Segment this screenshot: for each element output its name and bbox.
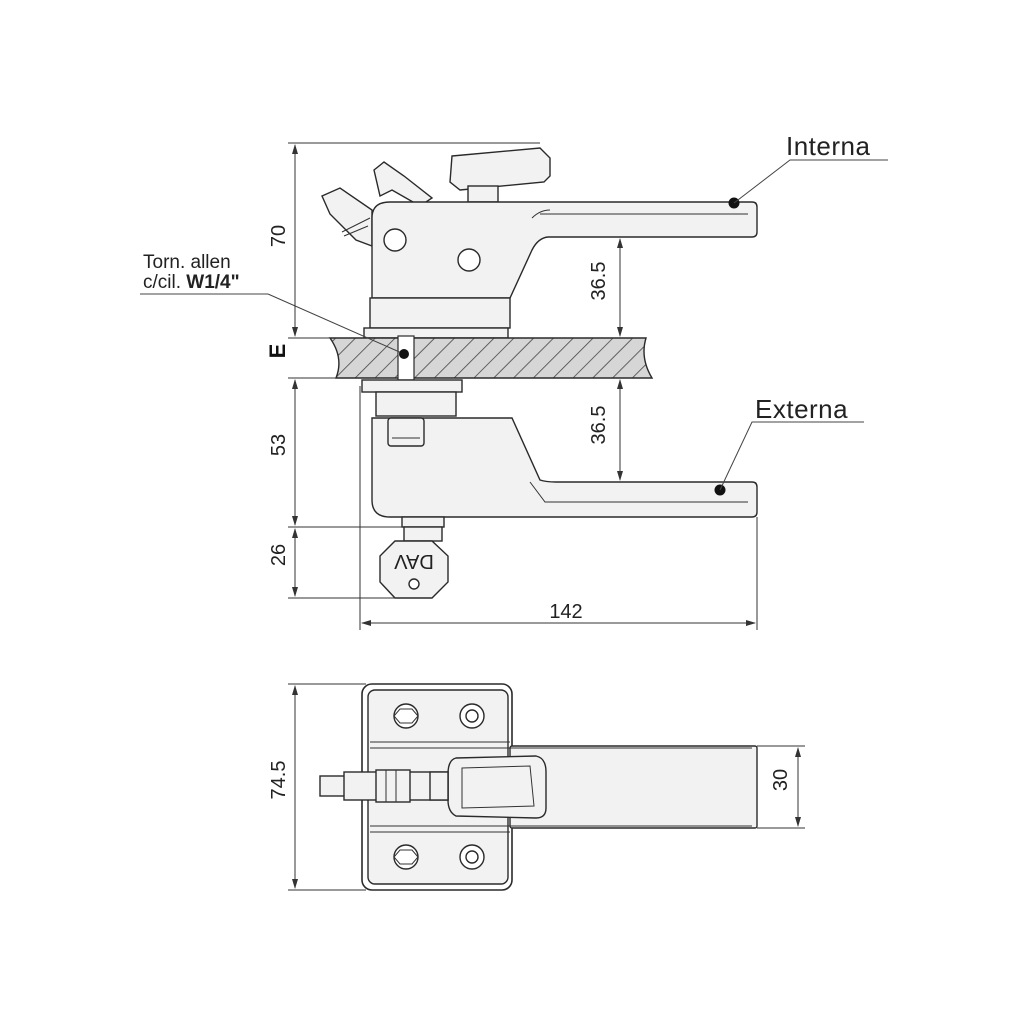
gap-dimensions: 36.5 36.5 bbox=[588, 238, 623, 481]
screw-note-line2-bold: W1/4" bbox=[186, 272, 239, 293]
dim-top-height: 70 bbox=[268, 225, 290, 247]
internal-handle bbox=[371, 197, 758, 299]
key-brand-label: DAV bbox=[394, 550, 434, 572]
screw-note-line1: Torn. allen bbox=[143, 252, 231, 273]
dim-plan-handle-width: 30 bbox=[770, 769, 792, 791]
screw-note-line2: c/cil. W1/4" bbox=[143, 272, 240, 293]
dim-total-length: 142 bbox=[549, 601, 582, 623]
side-view: DAV Interna Externa Torn. allen c/cil. W… bbox=[140, 131, 888, 630]
screw-note: Torn. allen c/cil. W1/4" bbox=[140, 252, 409, 359]
screw-note-line2-prefix: c/cil. bbox=[143, 272, 186, 293]
external-handle bbox=[371, 417, 758, 518]
dim-lower-gap: 36.5 bbox=[588, 406, 610, 445]
length-dimension: 142 bbox=[359, 386, 758, 630]
dim-plan-height: 74.5 bbox=[268, 761, 290, 800]
door-section bbox=[328, 335, 654, 381]
interna-callout: Interna bbox=[733, 131, 888, 204]
plan-push-button bbox=[447, 755, 547, 819]
externa-callout: Externa bbox=[719, 394, 864, 491]
plan-view: 74.5 30 bbox=[268, 683, 805, 891]
plan-height-dimension: 74.5 bbox=[268, 683, 366, 891]
latch-claw bbox=[321, 161, 434, 248]
plan-screws bbox=[393, 703, 485, 870]
lower-gasket bbox=[361, 379, 463, 393]
externa-label: Externa bbox=[755, 394, 848, 424]
interna-label: Interna bbox=[786, 131, 870, 161]
upper-gasket bbox=[363, 327, 509, 339]
key: DAV bbox=[379, 516, 449, 599]
plan-latch-bolt bbox=[319, 769, 449, 803]
dim-upper-gap: 36.5 bbox=[588, 262, 610, 301]
upper-base-plate bbox=[369, 297, 511, 329]
push-button bbox=[449, 147, 551, 203]
plan-width-dimension: 30 bbox=[757, 745, 805, 829]
dim-e-label: E bbox=[265, 344, 290, 359]
dim-lower-height: 53 bbox=[268, 434, 290, 456]
cylinder-housing bbox=[375, 391, 457, 417]
dim-key-height: 26 bbox=[268, 544, 290, 566]
left-dimension-chain: 70 53 26 E bbox=[265, 142, 540, 599]
plan-handle bbox=[509, 745, 758, 829]
